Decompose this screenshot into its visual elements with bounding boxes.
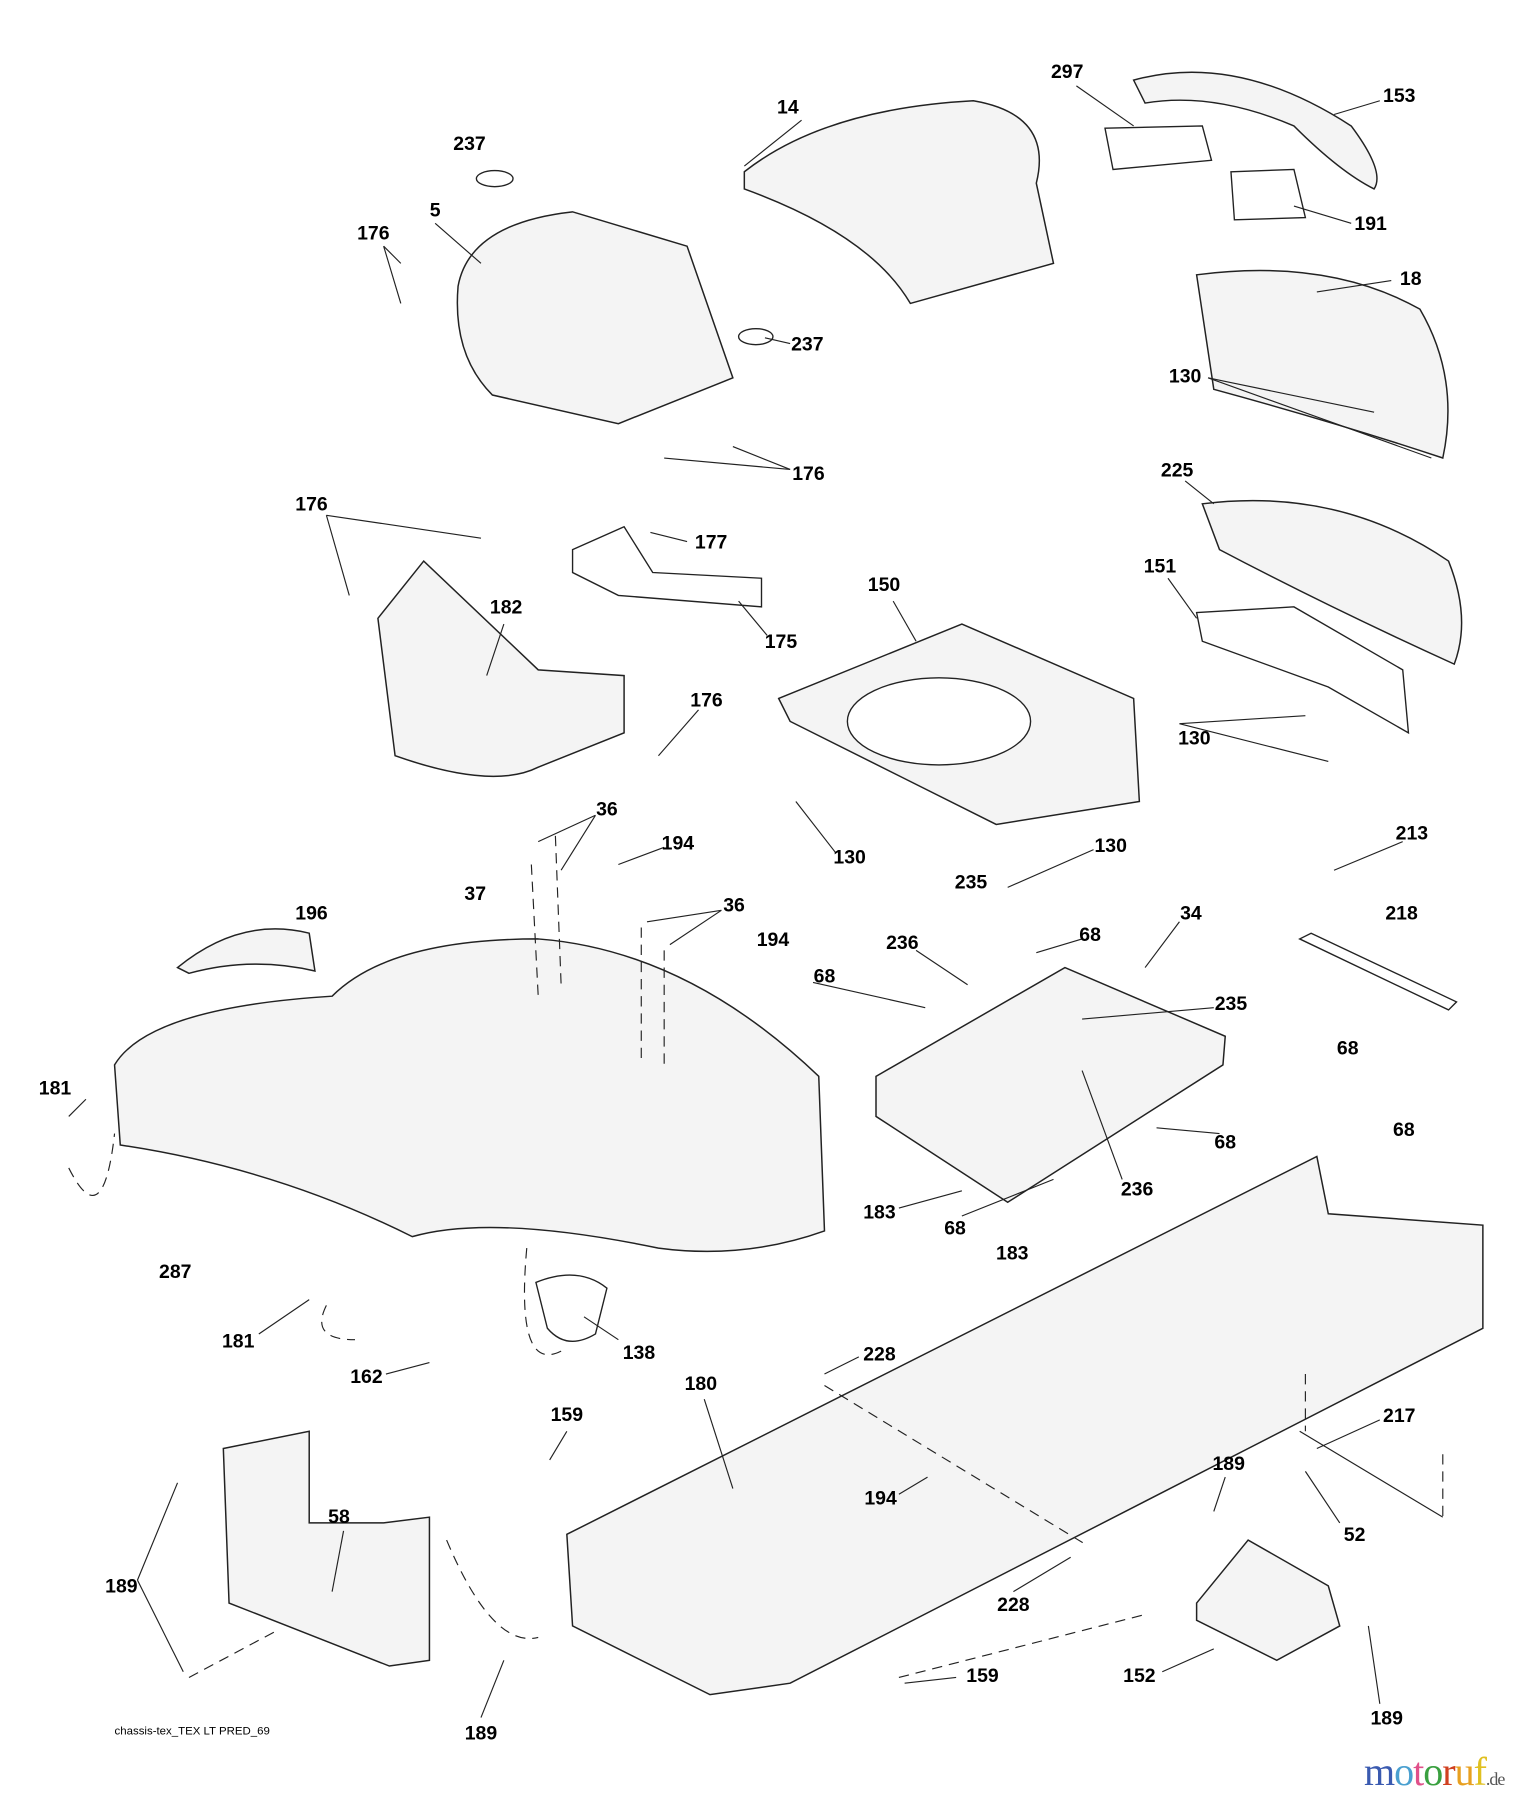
watermark-letter: t xyxy=(1413,1749,1424,1794)
bumper-225 xyxy=(1201,499,1463,666)
callout-label: 68 xyxy=(1337,1038,1359,1060)
cover-196 xyxy=(176,928,316,975)
dash-5 xyxy=(456,211,734,425)
callout-label: 150 xyxy=(868,574,901,596)
watermark-letter: m xyxy=(1364,1749,1395,1794)
grille-153 xyxy=(1132,71,1378,190)
callout-label: 180 xyxy=(685,1373,718,1395)
callout-label: 130 xyxy=(1169,365,1202,387)
callout-label: 18 xyxy=(1400,268,1422,290)
callout-labels: 297 153 14 237 191 176 5 18 237 130 176 … xyxy=(39,61,1429,1744)
callout-label: 287 xyxy=(159,1261,191,1283)
diagram-id-caption: chassis-tex_TEX LT PRED_69 xyxy=(115,1726,270,1738)
callout-label: 182 xyxy=(490,597,523,619)
plate-34 xyxy=(875,966,1227,1204)
callout-label: 5 xyxy=(430,199,441,221)
callout-label: 153 xyxy=(1383,85,1416,107)
callout-label: 68 xyxy=(814,965,836,987)
watermark-letter: u xyxy=(1454,1749,1475,1794)
callout-label: 162 xyxy=(350,1366,383,1388)
callout-label: 194 xyxy=(662,833,695,855)
callout-label: 68 xyxy=(944,1217,966,1239)
grommet-237b xyxy=(737,327,774,346)
callout-label: 189 xyxy=(1370,1707,1403,1729)
callout-label: 181 xyxy=(222,1331,255,1353)
callout-label: 194 xyxy=(757,929,790,951)
watermark-letter: o xyxy=(1394,1749,1414,1794)
shield-152 xyxy=(1195,1539,1341,1662)
callout-label: 159 xyxy=(966,1665,999,1687)
callout-label: 130 xyxy=(1178,727,1211,749)
watermark-text: motoruf xyxy=(1364,1748,1487,1795)
callout-label: 176 xyxy=(357,222,390,244)
watermark-suffix: .de xyxy=(1485,1769,1505,1789)
callout-label: 68 xyxy=(1393,1119,1415,1141)
callout-label: 297 xyxy=(1051,61,1083,83)
callout-label: 237 xyxy=(453,133,485,155)
callout-label: 14 xyxy=(777,96,799,118)
callout-label: 34 xyxy=(1180,902,1202,924)
callout-label: 218 xyxy=(1385,902,1418,924)
bracket-175 xyxy=(571,525,763,608)
grille-18 xyxy=(1195,269,1449,459)
callout-label: 175 xyxy=(765,631,798,653)
callout-label: 36 xyxy=(723,894,745,916)
watermark-letter: r xyxy=(1442,1749,1455,1794)
plate-37 xyxy=(113,938,826,1253)
callout-label: 235 xyxy=(1215,993,1248,1015)
watermark-letter: f xyxy=(1473,1749,1487,1794)
pan-150-well xyxy=(846,677,1032,766)
callout-label: 196 xyxy=(295,902,328,924)
callout-label: 213 xyxy=(1396,822,1429,844)
callout-label: 36 xyxy=(596,798,618,820)
callout-label: 191 xyxy=(1354,213,1387,235)
block-191 xyxy=(1230,168,1307,221)
callout-label: 68 xyxy=(1214,1131,1236,1153)
callout-label: 152 xyxy=(1123,1665,1156,1687)
callout-label: 217 xyxy=(1383,1405,1415,1427)
callout-label: 189 xyxy=(105,1576,138,1598)
callout-label: 176 xyxy=(792,463,825,485)
callout-label: 130 xyxy=(1095,835,1128,857)
rod-217 xyxy=(1299,1430,1444,1518)
callout-label: 181 xyxy=(39,1078,72,1100)
grommet-138 xyxy=(535,1274,608,1342)
callout-label: 176 xyxy=(690,689,723,711)
bracket-151 xyxy=(1195,606,1410,735)
callout-label: 68 xyxy=(1079,924,1101,946)
callout-label: 225 xyxy=(1161,459,1194,481)
callout-label: 228 xyxy=(997,1594,1030,1616)
callout-label: 177 xyxy=(695,531,727,553)
callout-label: 194 xyxy=(864,1488,897,1510)
watermark-logo: motoruf.de xyxy=(1364,1748,1505,1795)
hood-14 xyxy=(743,100,1055,305)
callout-label: 228 xyxy=(863,1343,896,1365)
assembly-lines xyxy=(68,835,1444,1679)
callout-label: 236 xyxy=(886,932,919,954)
callout-label: 159 xyxy=(551,1404,584,1426)
callout-label: 183 xyxy=(996,1243,1029,1265)
callout-label: 138 xyxy=(623,1342,656,1364)
callout-label: 236 xyxy=(1121,1178,1154,1200)
callout-label: 58 xyxy=(328,1506,350,1528)
callout-label: 151 xyxy=(1144,556,1177,578)
fender-182 xyxy=(377,559,625,778)
grommet-237 xyxy=(475,169,514,188)
frame-180 xyxy=(566,1155,1484,1696)
callout-label: 130 xyxy=(833,846,866,868)
callout-label: 235 xyxy=(955,872,988,894)
callout-label: 52 xyxy=(1344,1524,1366,1546)
callout-label: 37 xyxy=(464,883,486,905)
leader-lines xyxy=(68,85,1432,1718)
part-shapes xyxy=(113,71,1484,1696)
callout-label: 189 xyxy=(1212,1453,1245,1475)
callout-label: 176 xyxy=(295,494,328,516)
block-297 xyxy=(1104,125,1213,171)
bracket-58 xyxy=(222,1430,431,1667)
callout-label: 189 xyxy=(465,1722,498,1744)
watermark-letter: o xyxy=(1423,1749,1443,1794)
callout-label: 237 xyxy=(791,333,823,355)
callout-label: 183 xyxy=(863,1201,896,1223)
bar-218 xyxy=(1298,932,1458,1011)
